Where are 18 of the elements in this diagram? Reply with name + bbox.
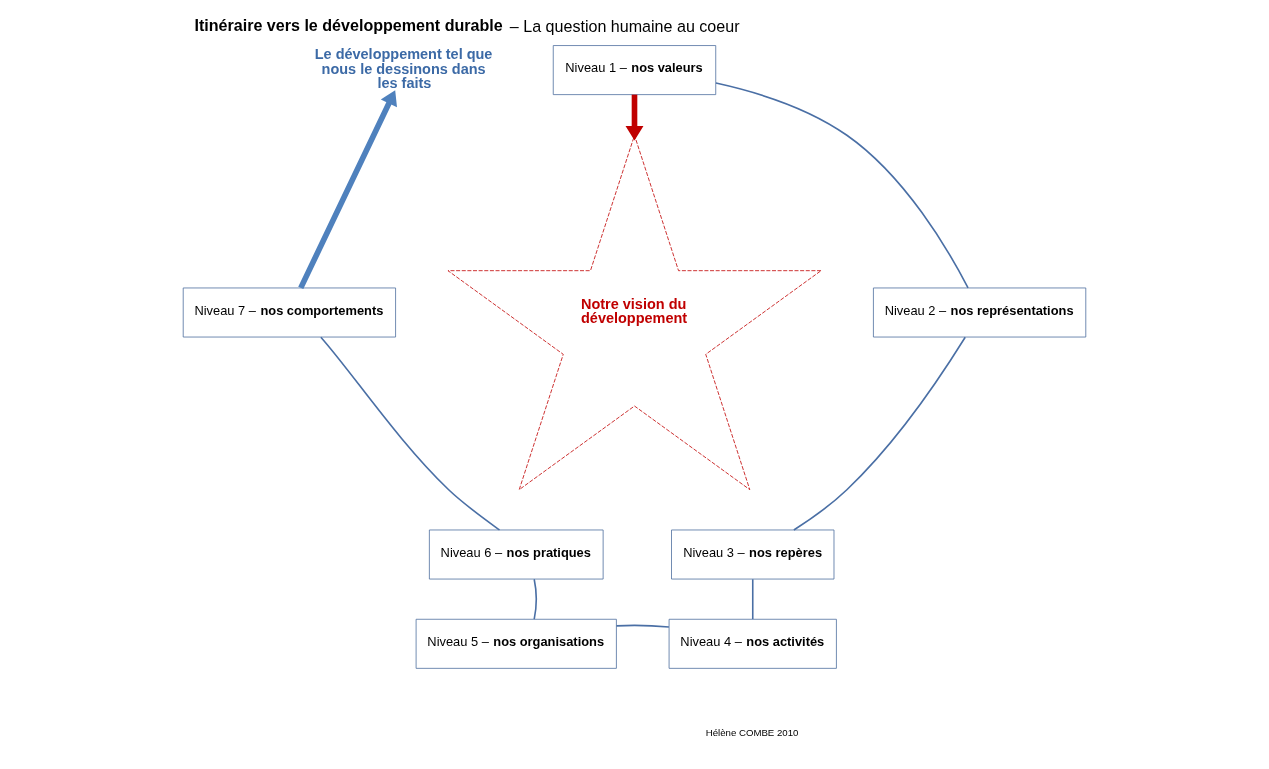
diagram-title: Itinéraire vers le développement durable – La question humaine au coeur bbox=[194, 16, 740, 36]
arrow bbox=[625, 94, 644, 141]
node-box: Niveau 2 – nos représentations bbox=[873, 287, 1087, 338]
node-box: Niveau 7 – nos comportements bbox=[182, 287, 396, 338]
connector bbox=[615, 624, 670, 628]
node-box: Niveau 6 – nos pratiques bbox=[428, 529, 604, 580]
arrow bbox=[298, 90, 397, 290]
connector bbox=[533, 578, 537, 620]
label: Hélène COMBE 2010 bbox=[705, 726, 799, 738]
node-box: Niveau 5 – nos organisations bbox=[415, 618, 617, 669]
connector bbox=[793, 336, 967, 531]
node-box: Niveau 3 – nos repères bbox=[671, 529, 835, 580]
node-box: Niveau 1 – nos valeurs bbox=[552, 45, 717, 96]
connector bbox=[320, 336, 501, 531]
connector bbox=[751, 578, 754, 620]
node-text: Le développement tel que nous le dessinons dans les faits bbox=[314, 46, 493, 92]
connector bbox=[715, 82, 969, 289]
node-box: Niveau 4 – nos activités bbox=[668, 618, 837, 669]
